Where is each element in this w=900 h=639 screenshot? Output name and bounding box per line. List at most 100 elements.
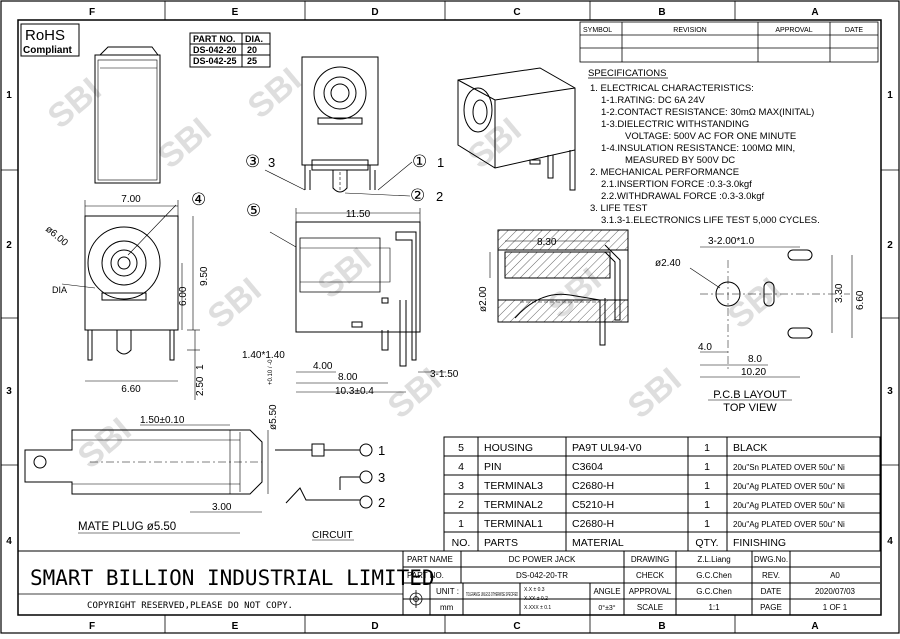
bom-cell: 20u"Ag PLATED OVER 50u" Ni xyxy=(733,520,845,529)
bom-cell: 1 xyxy=(704,518,710,530)
dim-front-dia: ø6.00 xyxy=(43,224,70,249)
spec-title: SPECIFICATIONS xyxy=(588,68,666,79)
dim-front-pin1: 1 xyxy=(195,364,206,370)
title-block xyxy=(18,550,880,615)
bom-cell: 4 xyxy=(458,461,464,473)
bom-cell: BLACK xyxy=(733,442,767,454)
dim-front-pin2: 2.50 xyxy=(195,376,206,396)
zone-col-e-bottom: E xyxy=(232,621,239,632)
spec-line: 2. MECHANICAL PERFORMANCE xyxy=(590,167,739,178)
value-approval: G.C.Chen xyxy=(696,587,732,596)
bom-table xyxy=(443,436,881,552)
bom-cell: HOUSING xyxy=(484,442,533,454)
copyright-note: COPYRIGHT RESERVED,PLEASE DO NOT COPY. xyxy=(87,601,293,611)
rev-header-revision: REVISION xyxy=(673,27,706,34)
bom-cell: 20u"Ag PLATED OVER 50u" Ni xyxy=(733,501,845,510)
zone-col-b: B xyxy=(658,7,665,18)
zone-col-a: A xyxy=(811,7,818,18)
specifications-block: SPECIFICATIONS 1. ELECTRICAL CHARACTERIS… xyxy=(588,68,820,226)
value-unit: mm xyxy=(440,603,454,612)
pcb-layout xyxy=(700,249,850,370)
spec-line: 1-1.RATING: DC 6A 24V xyxy=(601,95,705,106)
dim-plug-length: 3.00 xyxy=(212,502,232,513)
bom-cell: TERMINAL2 xyxy=(484,499,543,511)
part-table-cell: DS-042-20 xyxy=(193,45,237,55)
rev-header-date: DATE xyxy=(845,27,863,34)
dim-pcb-top: 3-2.00*1.0 xyxy=(708,236,755,247)
watermark-8: SBI xyxy=(621,361,689,427)
dim-plug-dia: ø5.50 xyxy=(268,404,279,430)
zone-col-c: C xyxy=(513,7,520,18)
bom-header: PARTS xyxy=(484,537,518,549)
rev-header-approval: APPROVAL xyxy=(775,27,812,34)
dim-front-bottom: 6.60 xyxy=(121,384,141,395)
value-check: G.C.Chen xyxy=(696,571,732,580)
label-rev: REV. xyxy=(762,571,780,580)
zone-row-3: 3 xyxy=(6,386,12,397)
value-date: 2020/07/03 xyxy=(815,587,856,596)
callout-5: ⑤ xyxy=(246,201,261,220)
dim-plug-top: 1.50±0.10 xyxy=(140,415,185,426)
dim-side-b5: 3-1.50 xyxy=(430,369,459,380)
value-scale: 1:1 xyxy=(708,603,720,612)
bom-cell: 3 xyxy=(458,480,464,492)
value-rev: A0 xyxy=(830,571,840,580)
bom-cell: TERMINAL1 xyxy=(484,518,543,530)
dim-pcb-b2: 8.0 xyxy=(748,354,762,365)
zone-row-4: 4 xyxy=(6,536,12,547)
section-view xyxy=(497,229,629,346)
zone-col-e: E xyxy=(232,7,239,18)
watermark-1: SBI xyxy=(41,71,109,137)
part-table-cell: 20 xyxy=(247,45,257,55)
rohs-subtitle: Compliant xyxy=(23,45,73,56)
bom-header: NO. xyxy=(452,537,471,549)
dim-side-b4: 10.3±0.4 xyxy=(335,386,374,397)
label-approval: APPROVAL xyxy=(629,587,672,596)
watermark-11: SBI xyxy=(201,271,269,337)
bom-cell: 20u"Ag PLATED OVER 50u" Ni xyxy=(733,482,845,491)
projection-symbol-icon xyxy=(407,590,426,608)
zone-row-4-right: 4 xyxy=(887,536,893,547)
dim-side-b1: 1.40*1.40 xyxy=(242,350,285,361)
circuit-pin-3: 3 xyxy=(378,470,385,485)
zone-col-f: F xyxy=(89,7,95,18)
bom-cell: 1 xyxy=(704,480,710,492)
callout-2: ② xyxy=(410,186,425,205)
bom-cell: 20u"Sn PLATED OVER 50u" Ni xyxy=(733,463,845,472)
revision-table xyxy=(579,21,879,63)
bom-cell: C5210-H xyxy=(572,499,614,511)
callout-1: ① xyxy=(412,152,427,171)
callout-3: ③ xyxy=(245,152,260,171)
value-part-no: DS-042-20-TR xyxy=(516,571,568,580)
bom-cell: 1 xyxy=(704,442,710,454)
dim-front-h1: 6.00 xyxy=(178,286,189,306)
value-part-name: DC POWER JACK xyxy=(509,555,576,564)
isometric-view xyxy=(457,67,576,191)
spec-line: 1-3.DIELECTRIC WITHSTANDING xyxy=(601,119,749,130)
zone-col-a-bottom: A xyxy=(811,621,818,632)
bom-cell: C2680-H xyxy=(572,480,614,492)
bom-cell: C3604 xyxy=(572,461,603,473)
bom-cell: 5 xyxy=(458,442,464,454)
pcb-layout-title: P.C.B LAYOUT xyxy=(713,389,787,401)
spec-line: 2.2.WITHDRAWAL FORCE :0.3-3.0kgf xyxy=(601,191,764,202)
label-check: CHECK xyxy=(636,571,665,580)
mate-plug-label: MATE PLUG ø5.50 xyxy=(78,521,176,533)
bom-header: FINISHING xyxy=(733,537,786,549)
callouts-top: ③ 3 ① 1 ② 2 xyxy=(245,152,444,205)
circuit-label: CIRCUIT xyxy=(312,530,353,541)
zone-col-c-bottom: C xyxy=(513,621,520,632)
bom-cell: C2680-H xyxy=(572,518,614,530)
label-angle: ANGLE xyxy=(593,587,620,596)
zone-row-3-right: 3 xyxy=(887,386,893,397)
bom-cell: 1 xyxy=(704,499,710,511)
bom-cell: PIN xyxy=(484,461,502,473)
circuit-pin-1: 1 xyxy=(378,443,385,458)
bom-header: QTY. xyxy=(695,537,718,549)
label-page: PAGE xyxy=(760,603,782,612)
tolerance-1: X.X ± 0.3 xyxy=(524,587,545,593)
rohs-title: RoHS xyxy=(25,27,65,44)
label-part-no: PART NO. xyxy=(407,571,444,580)
spec-line: MEASURED BY 500V DC xyxy=(625,155,735,166)
